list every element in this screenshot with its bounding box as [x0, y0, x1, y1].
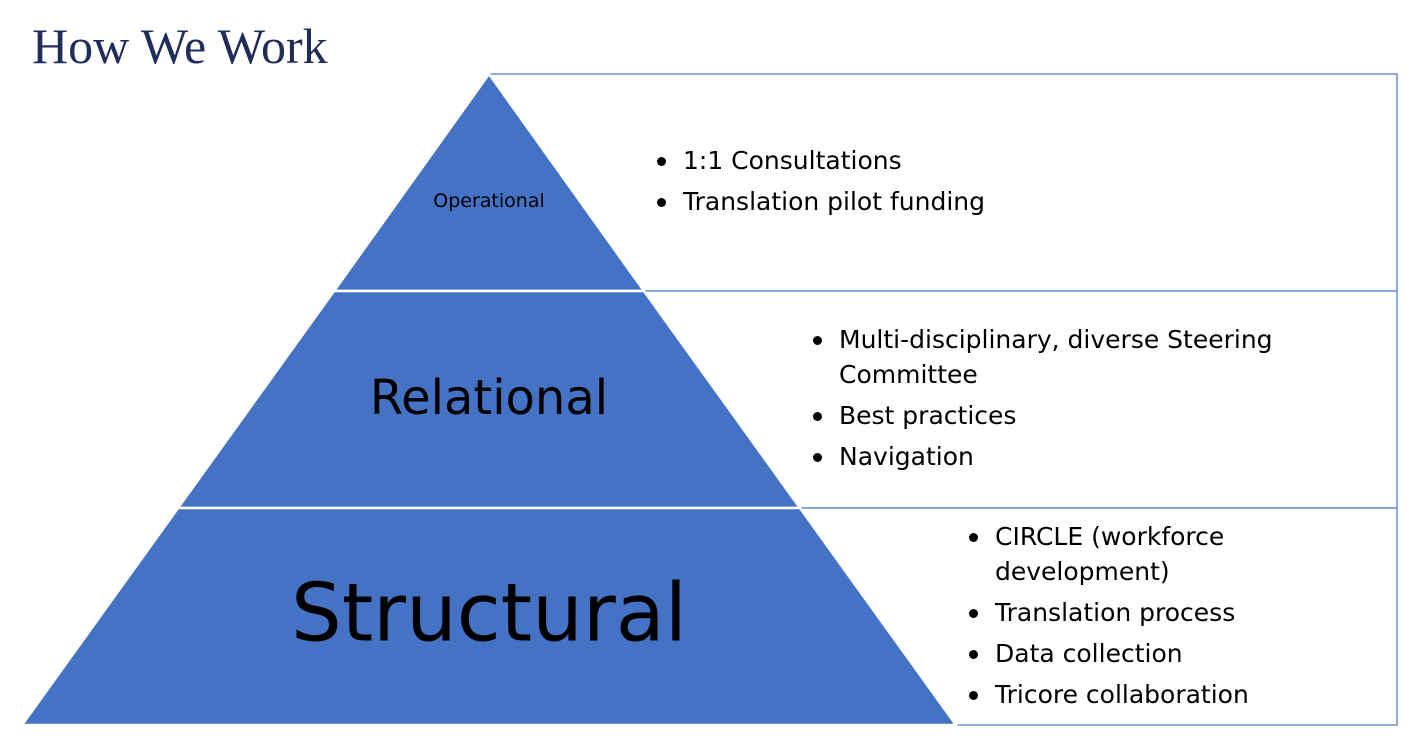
list-item: CIRCLE (workforce development): [967, 519, 1367, 589]
page-title: How We Work: [32, 18, 328, 74]
list-item: Data collection: [967, 636, 1367, 671]
structural-bullet-list: CIRCLE (workforce development) Translati…: [967, 519, 1367, 718]
pyramid-tier-structural: [19, 506, 959, 727]
list-item: Tricore collaboration: [967, 677, 1367, 712]
tier-box-operational: [488, 73, 1398, 292]
tier-label-structural: Structural: [291, 566, 687, 660]
list-item: Navigation: [811, 439, 1331, 474]
list-item: 1:1 Consultations: [655, 143, 1375, 178]
list-item: Translation pilot funding: [655, 184, 1375, 219]
list-item: Translation process: [967, 595, 1367, 630]
list-item: Multi-disciplinary, diverse Steering Com…: [811, 322, 1331, 392]
tier-label-operational: Operational: [433, 190, 545, 212]
list-item: Best practices: [811, 398, 1331, 433]
tier-label-relational: Relational: [369, 370, 609, 426]
operational-bullet-list: 1:1 Consultations Translation pilot fund…: [655, 143, 1375, 225]
relational-bullet-list: Multi-disciplinary, diverse Steering Com…: [811, 322, 1331, 480]
